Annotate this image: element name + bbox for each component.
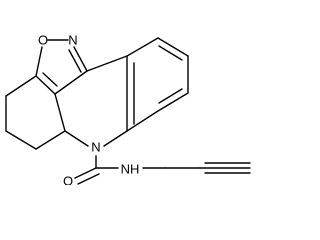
bond-benz-5-double — [158, 88, 183, 104]
saturated-ring — [5, 75, 66, 150]
bond-c5a-c3a — [54, 93, 66, 132]
bond-c5a-n — [64, 130, 89, 147]
bond-c6-c5 — [5, 130, 37, 150]
dihydro-ring — [64, 55, 128, 147]
atom-label-ring-nitrogen: N — [91, 140, 100, 155]
bond-c7a-c7 — [5, 75, 37, 97]
bond-c3-c-aryl — [86, 55, 128, 72]
atom-label-amide-nitrogen: NH — [121, 162, 140, 177]
benzene-ring — [126, 37, 189, 132]
bond-benz-6 — [126, 110, 159, 132]
atom-label-carbonyl-oxygen: O — [63, 174, 73, 186]
atom-label-isoxazole-oxygen: O — [38, 33, 48, 48]
bond-carbonyl-c-o-double — [77, 173, 100, 185]
bond-n-c-aryl — [103, 130, 128, 147]
chemical-structure-drawing: O N N O NH — [5, 33, 251, 186]
bond-c7a-o — [35, 46, 43, 77]
bond-n-c3-double — [68, 49, 82, 73]
bond-c3a-c7a — [35, 75, 56, 95]
bond-c3a-c7a-double — [42, 72, 58, 87]
isoxazole-ring — [35, 39, 88, 95]
carboxamide-chain — [74, 155, 251, 185]
bond-carbonyl-c-o — [74, 167, 97, 179]
bond-benz-5 — [157, 92, 189, 112]
bond-benz-3 — [157, 37, 189, 57]
bond-benz-2 — [126, 37, 159, 57]
bond-n-c3 — [73, 46, 88, 72]
atom-labels: O N N O NH — [38, 33, 139, 186]
bond-c5-c5a — [35, 130, 66, 150]
bond-benz-3-double — [158, 45, 183, 61]
atom-label-isoxazole-nitrogen: N — [68, 33, 77, 48]
bond-c3-c3a — [54, 70, 88, 95]
